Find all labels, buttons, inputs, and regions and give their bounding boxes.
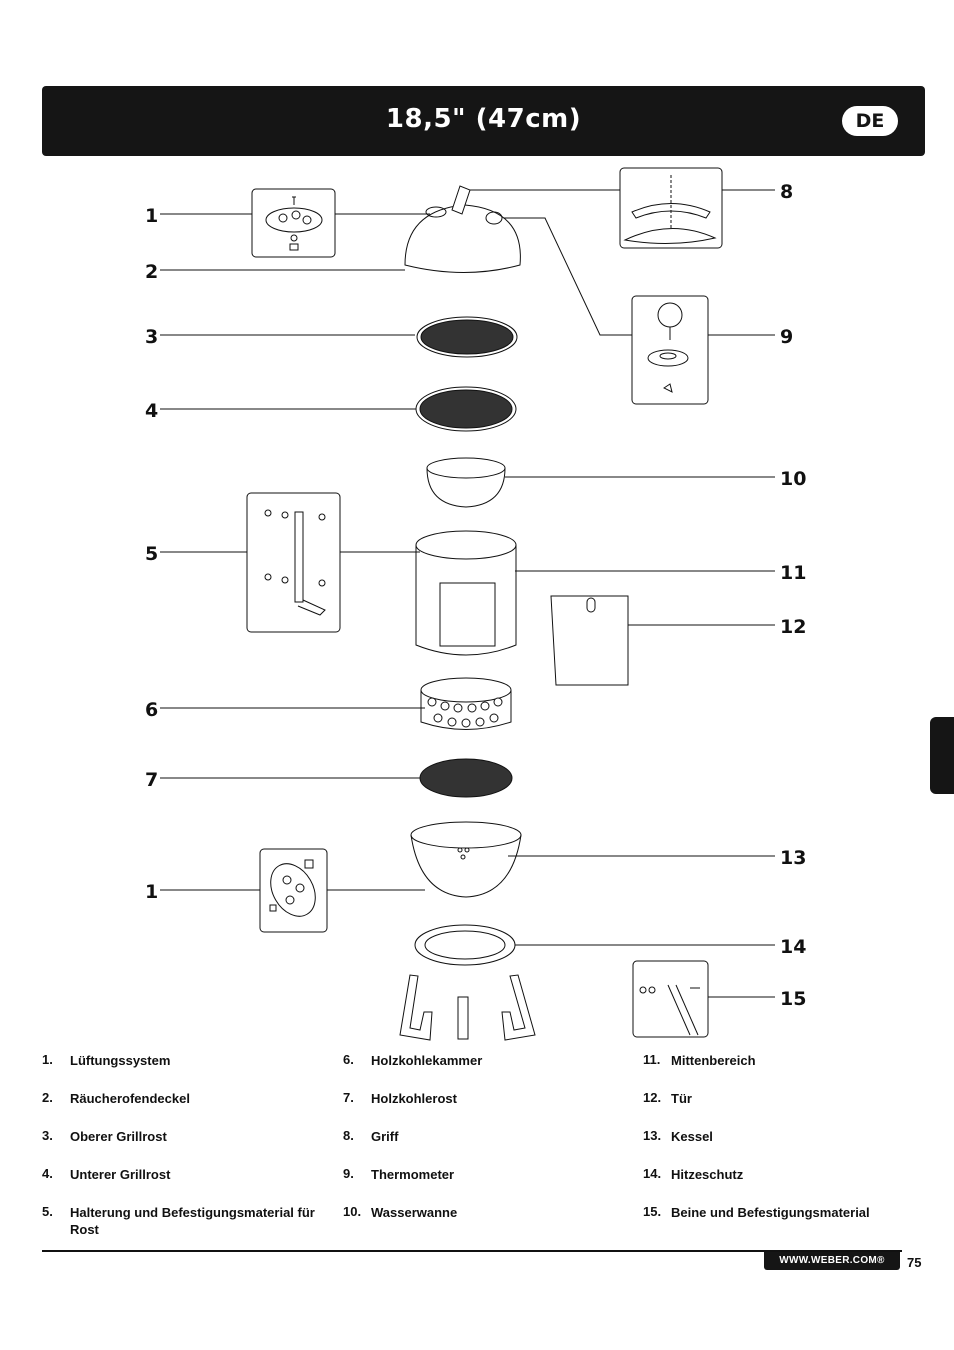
callout-1-bottom: 1 — [145, 881, 158, 903]
legend-label: Griff — [371, 1129, 399, 1144]
legend-label: Thermometer — [371, 1167, 455, 1182]
legend-number: 3. — [42, 1128, 53, 1143]
legend-number: 14. — [643, 1166, 662, 1181]
legend-label: Wasserwanne — [371, 1205, 458, 1220]
legend-number: 10. — [343, 1204, 362, 1219]
legend-number: 4. — [42, 1166, 53, 1181]
callout-12: 12 — [780, 616, 806, 638]
footer-divider — [42, 1250, 902, 1252]
callout-1: 1 — [145, 205, 158, 227]
legend-number: 1. — [42, 1052, 53, 1067]
legend-number: 2. — [42, 1090, 53, 1105]
legend-number: 15. — [643, 1204, 662, 1219]
legend-label: Lüftungssystem — [70, 1053, 171, 1068]
legend-label: Kessel — [671, 1129, 713, 1144]
website-link[interactable]: WWW.WEBER.COM® — [764, 1252, 900, 1270]
callout-4: 4 — [145, 400, 158, 422]
callout-13: 13 — [780, 847, 806, 869]
exploded-parts-diagram: 1 2 3 4 5 6 7 1 8 9 10 11 12 13 14 15 — [145, 167, 806, 1041]
legend-label: Holzkohlekammer — [371, 1053, 483, 1068]
callout-5: 5 — [145, 543, 158, 565]
callout-9: 9 — [780, 326, 793, 348]
section-tab — [930, 717, 954, 794]
callout-7: 7 — [145, 769, 158, 791]
legend-number: 6. — [343, 1052, 354, 1067]
legend-label: Holzkohlerost — [371, 1091, 457, 1106]
legend-label: Räucherofendeckel — [70, 1091, 190, 1106]
callout-2: 2 — [145, 261, 158, 283]
legend-label: Mittenbereich — [671, 1053, 756, 1068]
legend-number: 11. — [643, 1052, 661, 1067]
legend-label: Unterer Grillrost — [70, 1167, 171, 1182]
legend-label: Beine und Befestigungsmaterial — [671, 1205, 870, 1220]
language-badge: DE — [842, 106, 898, 136]
legend-number: 12. — [643, 1090, 662, 1105]
callout-15: 15 — [780, 988, 806, 1010]
callout-10: 10 — [780, 468, 806, 490]
callout-14: 14 — [780, 936, 806, 958]
legend-number: 13. — [643, 1128, 662, 1143]
legend-number: 7. — [343, 1090, 354, 1105]
legend-number: 5. — [42, 1204, 53, 1219]
legend-number: 8. — [343, 1128, 354, 1143]
page-title: 18,5" (47cm) — [385, 104, 582, 134]
legend-label: Tür — [671, 1091, 692, 1106]
page-number: 75 — [907, 1255, 922, 1270]
callout-6: 6 — [145, 699, 158, 721]
legend-number: 9. — [343, 1166, 354, 1181]
header-bar: 18,5" (47cm) DE — [42, 86, 925, 156]
legend-label: Halterung und Befestigungsmaterial für R… — [70, 1205, 315, 1237]
legend-label: Hitzeschutz — [671, 1167, 744, 1182]
callout-3: 3 — [145, 326, 158, 348]
legend-label: Oberer Grillrost — [70, 1129, 167, 1144]
callout-8: 8 — [780, 181, 793, 203]
callout-11: 11 — [780, 562, 806, 584]
